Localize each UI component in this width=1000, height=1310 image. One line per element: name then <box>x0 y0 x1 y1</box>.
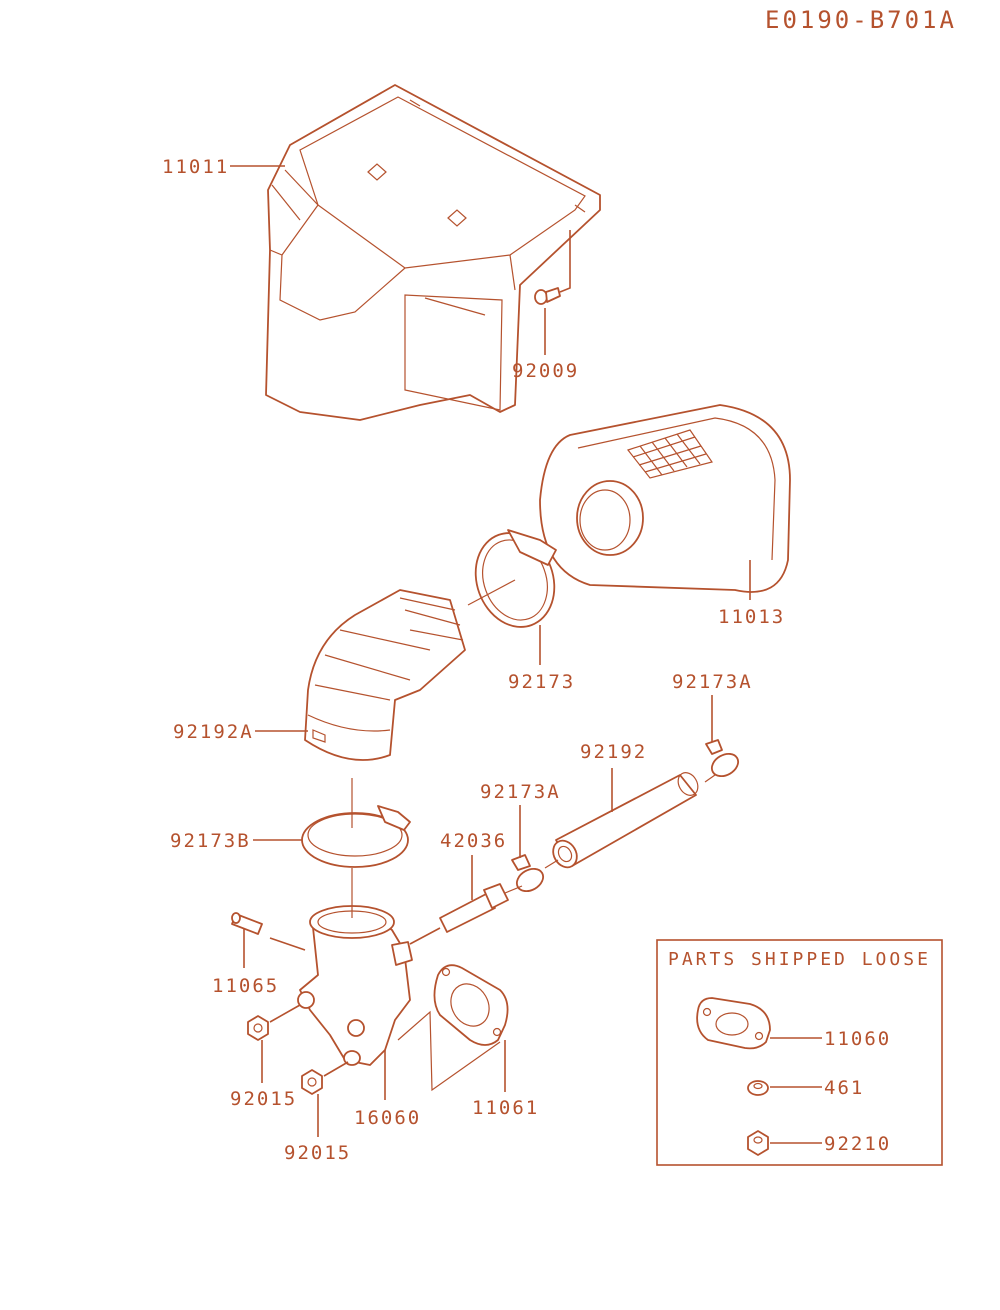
svg-text:11013: 11013 <box>718 606 785 628</box>
part-11060-gasket[interactable] <box>696 997 771 1050</box>
svg-text:92173B: 92173B <box>170 830 251 852</box>
part-92173B-clamp[interactable] <box>301 805 411 868</box>
loose-part-461: 461 <box>824 1077 864 1099</box>
loose-parts-box: PARTS SHIPPED LOOSE 11060 461 92210 <box>656 939 943 1166</box>
svg-text:11065: 11065 <box>212 975 279 997</box>
callout-92009: 92009 <box>512 308 579 382</box>
mesh-grid-icon <box>626 429 713 479</box>
diagram-code: E0190-B701A <box>765 6 957 34</box>
part-92192A-elbow[interactable] <box>304 589 466 761</box>
callout-11013: 11013 <box>718 560 785 628</box>
diamond-vent-icon <box>367 163 467 227</box>
callout-92015-left: 92015 <box>230 1040 297 1110</box>
part-92192-hose[interactable] <box>548 769 701 872</box>
callout-92192: 92192 <box>580 741 647 812</box>
svg-text:92192A: 92192A <box>173 721 254 743</box>
part-92173A-clamp-lower[interactable] <box>511 854 547 896</box>
svg-text:11061: 11061 <box>472 1097 539 1119</box>
lift-here-label-icon <box>271 184 486 316</box>
part-461-washer[interactable] <box>747 1080 769 1096</box>
loose-part-92210: 92210 <box>824 1133 891 1155</box>
part-16060-joint[interactable] <box>297 905 413 1066</box>
part-11061-gasket[interactable] <box>433 964 509 1046</box>
svg-text:92173A: 92173A <box>480 781 561 803</box>
callout-92015-bottom: 92015 <box>284 1094 351 1164</box>
svg-text:92173A: 92173A <box>672 671 753 693</box>
part-92009-screw[interactable] <box>534 230 571 305</box>
part-11065-plug[interactable] <box>231 912 306 951</box>
callout-92173A-upper: 92173A <box>672 671 753 742</box>
callout-92173A-lower: 92173A <box>480 781 561 858</box>
part-92015-nut-2[interactable] <box>301 1061 349 1095</box>
callout-92173: 92173 <box>508 625 575 693</box>
part-11013-filter[interactable] <box>539 404 791 593</box>
loose-parts-title: PARTS SHIPPED LOOSE <box>668 949 931 970</box>
callout-42036: 42036 <box>440 830 507 900</box>
loose-part-11060: 11060 <box>824 1028 891 1050</box>
assembly-lines <box>351 579 716 1092</box>
callout-92192A: 92192A <box>173 721 308 743</box>
callout-11011: 11011 <box>162 156 285 178</box>
svg-text:92192: 92192 <box>580 741 647 763</box>
svg-text:11011: 11011 <box>162 156 229 178</box>
callout-11065: 11065 <box>212 928 279 997</box>
svg-text:92015: 92015 <box>284 1142 351 1164</box>
callout-92173B: 92173B <box>170 830 302 852</box>
part-92210-nut[interactable] <box>747 1130 769 1156</box>
callout-16060: 16060 <box>354 1050 421 1129</box>
svg-text:42036: 42036 <box>440 830 507 852</box>
part-92015-nut[interactable] <box>247 1004 301 1041</box>
svg-text:92015: 92015 <box>230 1088 297 1110</box>
svg-text:16060: 16060 <box>354 1107 421 1129</box>
svg-text:92009: 92009 <box>512 360 579 382</box>
part-11011-cover[interactable] <box>265 84 601 421</box>
callout-11061: 11061 <box>472 1040 539 1119</box>
svg-text:92173: 92173 <box>508 671 575 693</box>
part-42036-fitting[interactable] <box>409 883 509 945</box>
part-92173A-clamp-upper[interactable] <box>705 739 742 781</box>
